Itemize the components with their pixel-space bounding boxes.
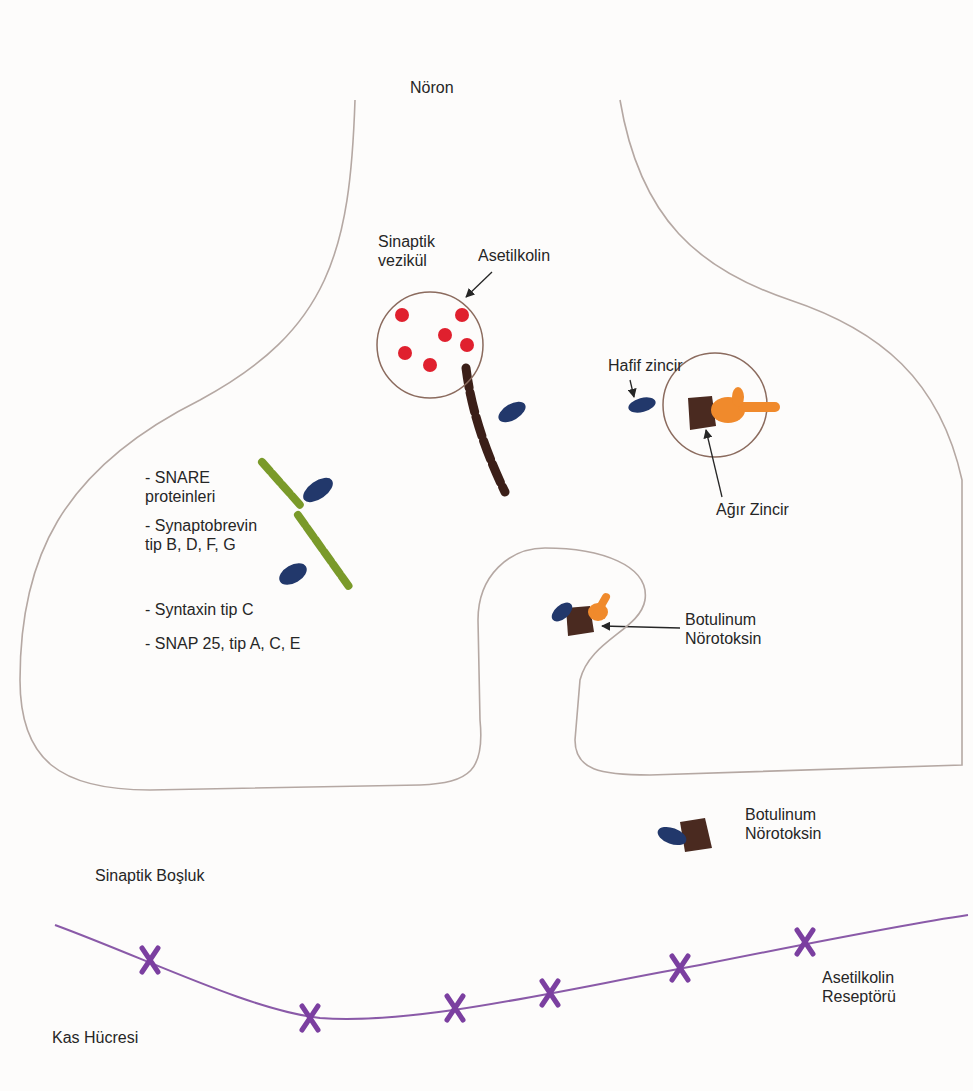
part-label: Kas Hücresi <box>52 1028 252 1047</box>
snare-protein <box>298 515 350 588</box>
part-label: Asetilkolin Reseptörü <box>822 968 932 1006</box>
label-wrapper: - SNARE proteinleri <box>145 468 257 506</box>
part-label: Asetilkolin <box>478 246 588 265</box>
vesicle-membrane <box>377 292 483 398</box>
label-wrapper: Asetilkolin Reseptörü <box>822 968 932 1006</box>
muscle-membrane <box>55 915 968 1019</box>
light-chain <box>627 395 658 416</box>
acetylcholine-molecule <box>455 308 469 322</box>
synaptic-vesicle: Sinaptik vezikül <box>375 290 485 400</box>
leader-line <box>466 272 492 297</box>
neuron-outline-shape <box>0 0 973 800</box>
leader-line <box>630 380 634 397</box>
part-label: Botulinum Nörotoksin <box>685 610 785 648</box>
light-chain <box>548 599 575 625</box>
synaptic-vesicle-shape <box>375 290 485 400</box>
part-label: - Synaptobrevin tip B, D, F, G <box>145 516 275 554</box>
node-title: Nöron <box>410 78 500 97</box>
neuron-outline: NöronSinaptik vezikül <box>0 0 973 800</box>
label-wrapper: - Synaptobrevin tip B, D, F, G <box>145 516 275 554</box>
part-label: - Syntaxin tip C <box>145 600 345 619</box>
acetylcholine-molecule <box>423 358 437 372</box>
acetylcholine-receptors <box>142 930 813 1030</box>
botulinum-toxin <box>680 818 712 852</box>
label-wrapper: - SNAP 25, tip A, C, E <box>145 634 345 653</box>
heavy-chain <box>593 592 612 617</box>
part-label: Ağır Zincir <box>716 500 826 519</box>
heavy-chain <box>738 402 780 412</box>
light-chain <box>299 473 337 507</box>
heavy-chain <box>732 387 744 407</box>
part-label: - SNARE proteinleri <box>145 468 257 506</box>
label-wrapper: Hafif zincir <box>608 356 718 375</box>
label-wrapper: Botulinum Nörotoksin <box>745 805 845 843</box>
node-label: Sinaptik vezikül <box>378 232 458 270</box>
leader-line <box>706 430 722 497</box>
light-chain <box>495 398 529 427</box>
neuron-membrane <box>20 100 962 790</box>
text-wrapper: Nöron <box>410 78 500 97</box>
part-label: Hafif zincir <box>608 356 718 375</box>
acetylcholine-molecule <box>438 328 452 342</box>
leader-line <box>602 626 680 628</box>
label-wrapper: Sinaptik Boşluk <box>95 866 295 885</box>
snare-chain <box>466 368 505 492</box>
acetylcholine-molecule <box>460 338 474 352</box>
part-label: Sinaptik Boşluk <box>95 866 295 885</box>
label-wrapper: Kas Hücresi <box>52 1028 252 1047</box>
acetylcholine-molecule <box>398 346 412 360</box>
label-wrapper: - Syntaxin tip C <box>145 600 345 619</box>
snare-protein <box>262 462 300 505</box>
part-label: - SNAP 25, tip A, C, E <box>145 634 345 653</box>
label-wrapper: Ağır Zincir <box>716 500 826 519</box>
label-wrapper: Asetilkolin <box>478 246 588 265</box>
label-wrapper: Botulinum Nörotoksin <box>685 610 785 648</box>
part-label: Botulinum Nörotoksin <box>745 805 845 843</box>
light-chain <box>655 823 689 848</box>
light-chain <box>276 559 311 590</box>
acetylcholine-molecule <box>395 308 409 322</box>
text-wrapper: Sinaptik vezikül <box>378 232 458 270</box>
